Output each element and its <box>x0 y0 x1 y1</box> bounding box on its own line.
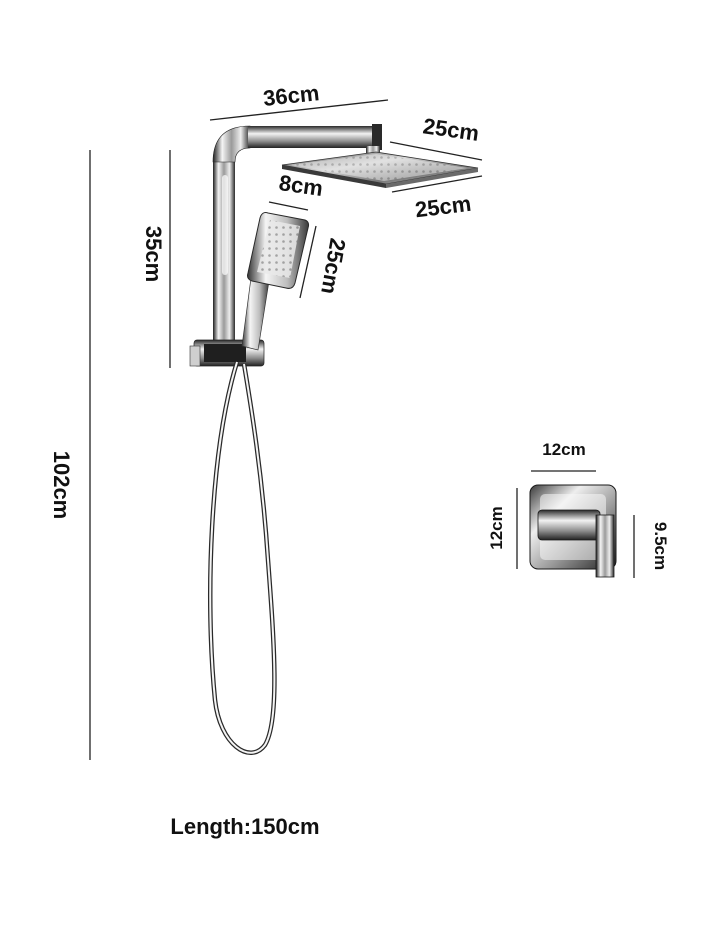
arm-width-label: 36cm <box>262 80 321 111</box>
shower-riser <box>212 124 382 350</box>
handset-length-label: 25cm <box>316 236 350 296</box>
handset-width-label: 8cm <box>277 170 324 201</box>
mixer-height-label: 12cm <box>487 506 506 549</box>
total-height-label: 102cm <box>49 451 74 520</box>
hand-shower <box>241 212 310 351</box>
shower-hose <box>207 361 277 755</box>
dimension-lines <box>89 99 635 760</box>
hose-length-label: Length:150cm <box>170 814 319 839</box>
wall-mixer <box>529 484 617 578</box>
mixer-handle-label: 9.5cm <box>651 522 670 570</box>
head-width-label: 25cm <box>414 191 473 223</box>
riser-height-label: 35cm <box>141 226 166 282</box>
head-depth-label: 25cm <box>421 113 480 146</box>
mixer-width-label: 12cm <box>542 440 585 459</box>
rain-shower-head <box>281 151 479 188</box>
